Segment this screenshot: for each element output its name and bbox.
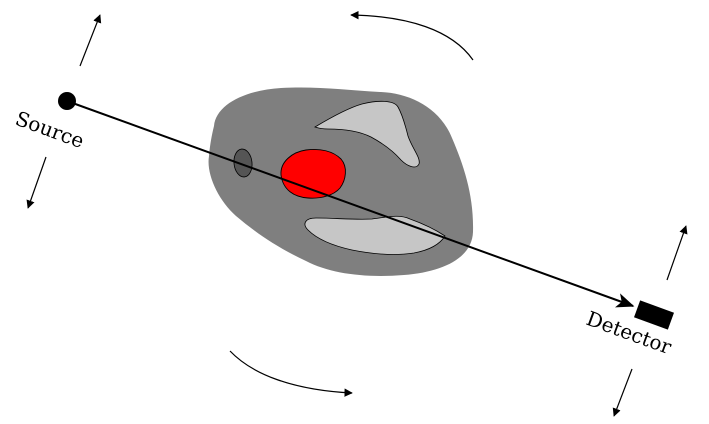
source-icon [58, 92, 76, 110]
rotation-arrow-top [351, 15, 473, 60]
detector-motion-arrow-down [614, 369, 632, 416]
rotation-arrow-bottom [230, 351, 352, 393]
source-motion-arrow-up [80, 15, 100, 66]
source-label: Source [12, 106, 87, 153]
source-motion-arrow-down [28, 157, 46, 208]
detector-motion-arrow-up [667, 226, 686, 280]
